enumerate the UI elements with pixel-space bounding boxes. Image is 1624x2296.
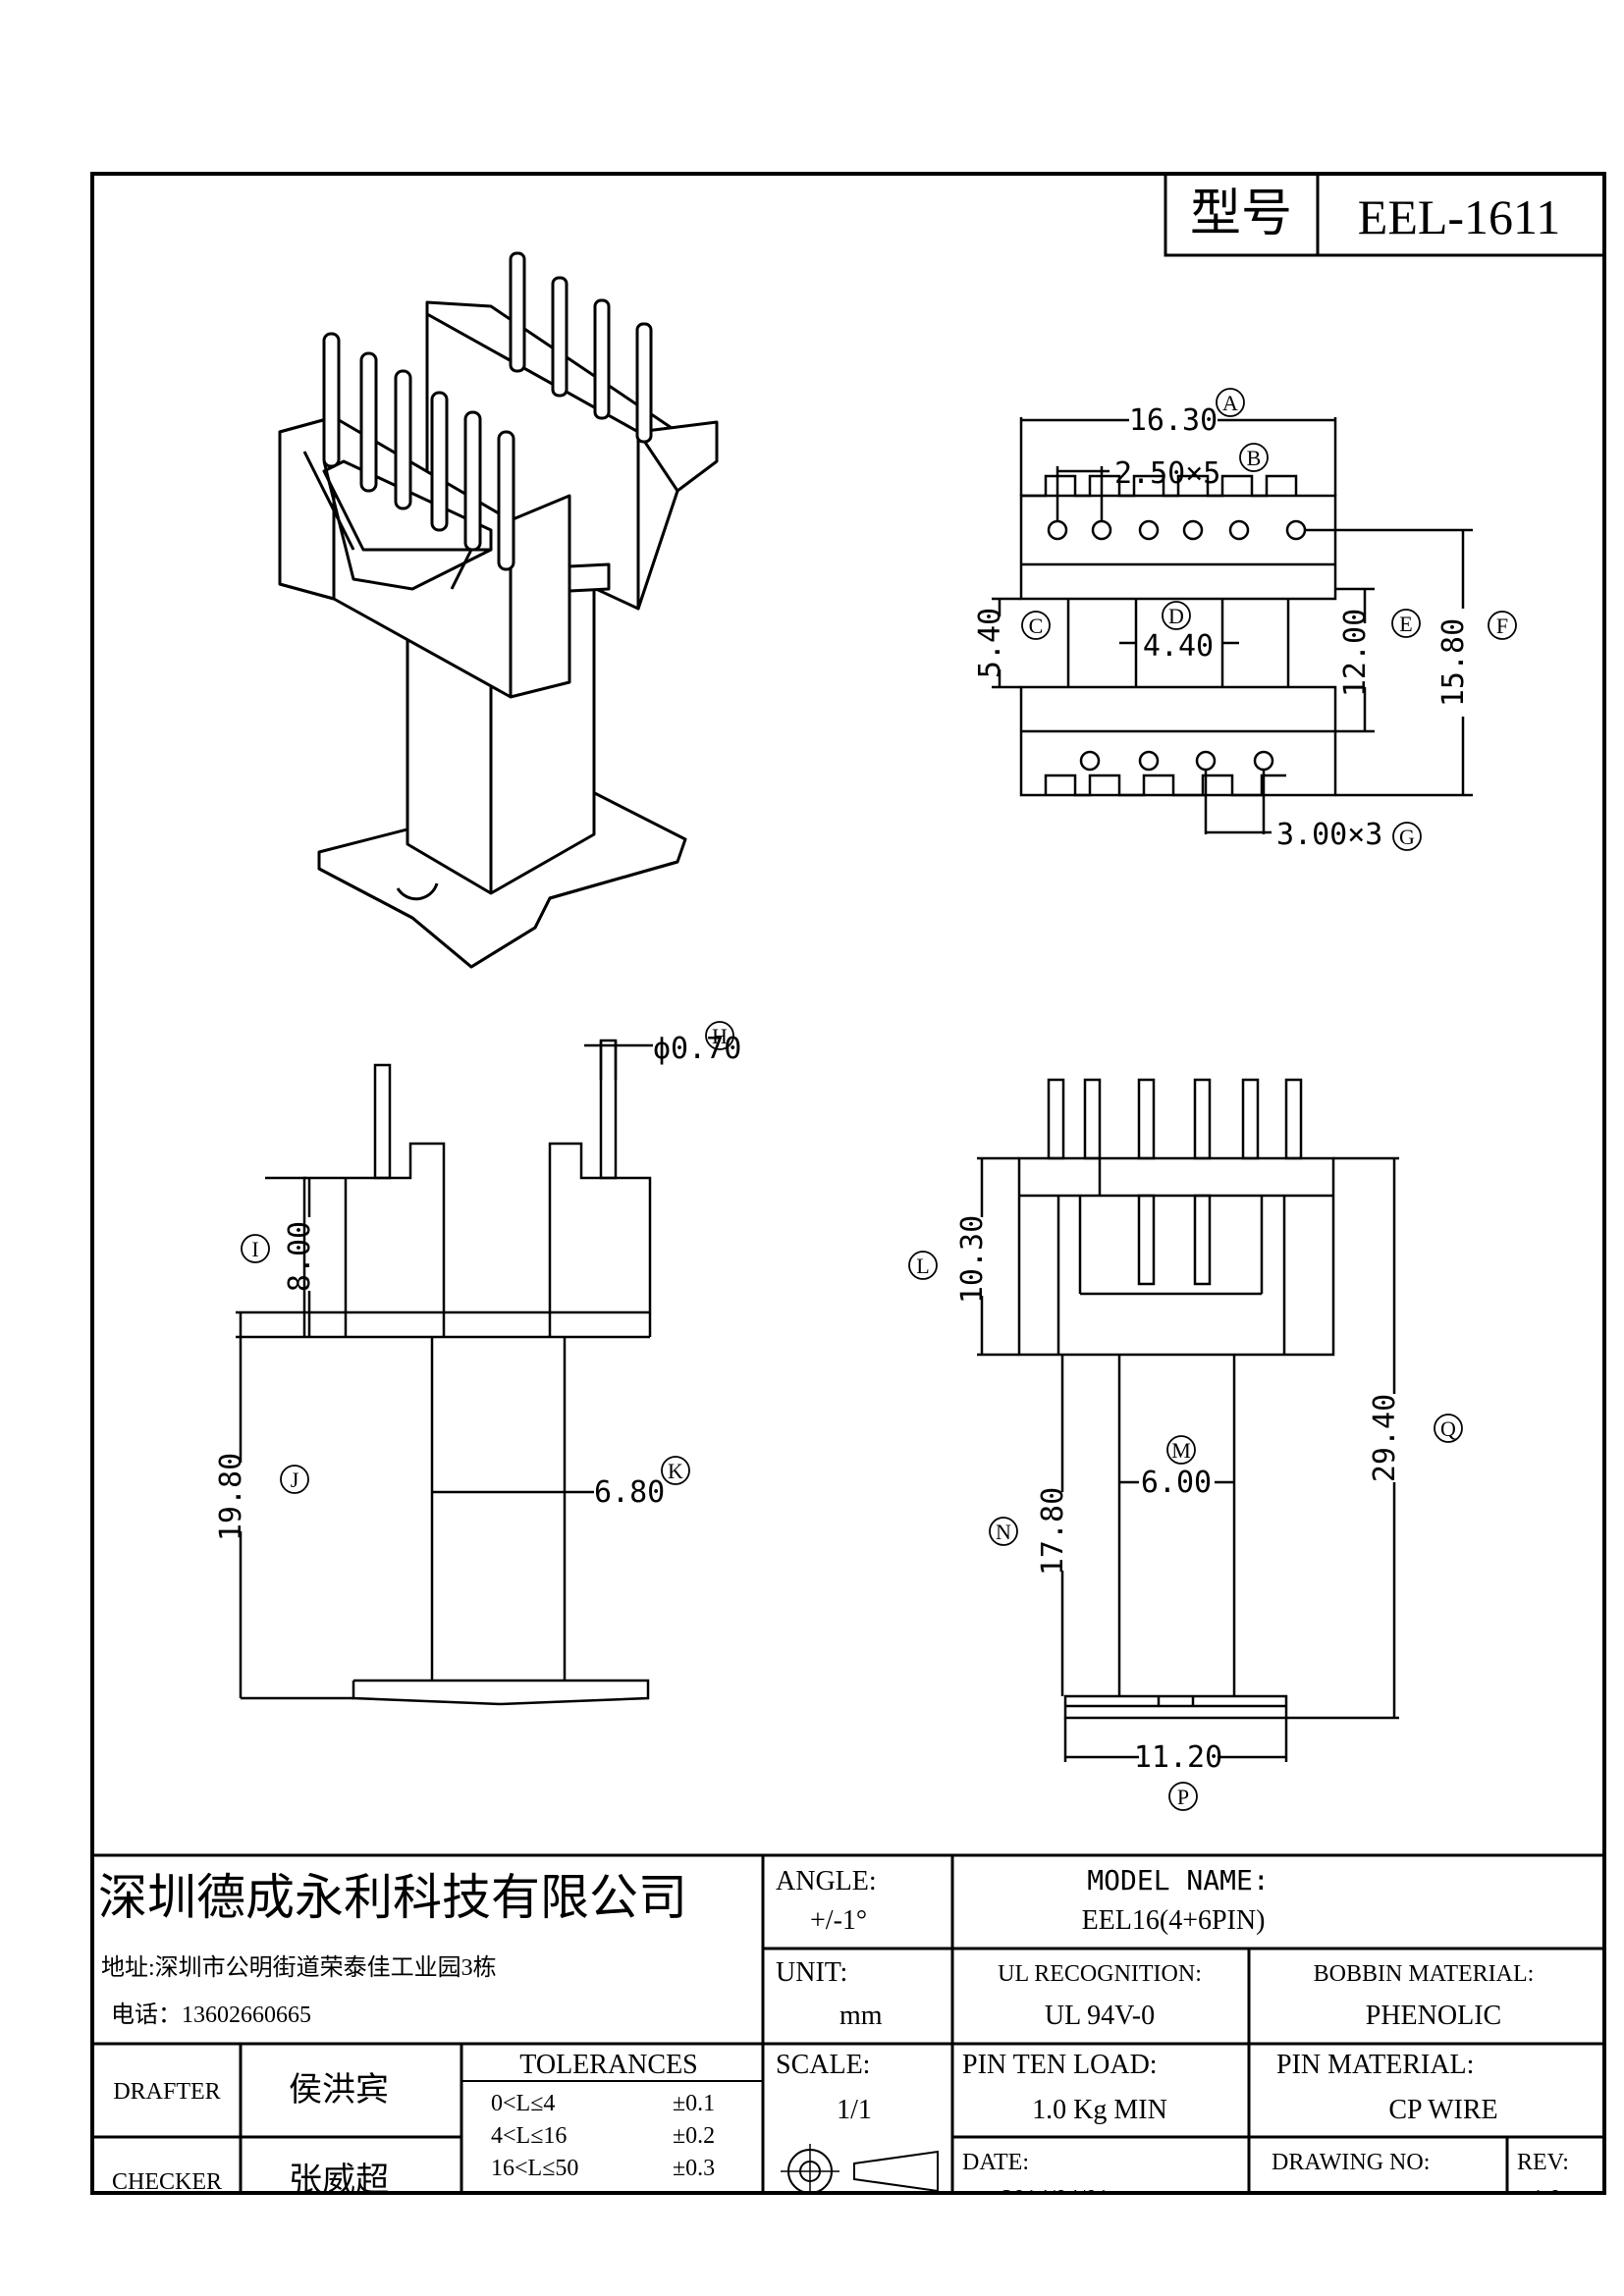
dim-k-value: 6.80 bbox=[594, 1475, 665, 1510]
company-name: 深圳德成永利科技有限公司 bbox=[98, 1870, 687, 1925]
dim-j-value: 19.80 bbox=[214, 1453, 248, 1541]
dim-e-value: 12.00 bbox=[1338, 609, 1373, 697]
marker-l: L bbox=[916, 1254, 929, 1278]
dim-d-value: 4.40 bbox=[1143, 629, 1214, 664]
sheet-border bbox=[90, 172, 1606, 2195]
marker-a: A bbox=[1222, 391, 1238, 415]
top-pin-holes bbox=[1047, 519, 1307, 772]
dim-q-value: 29.40 bbox=[1368, 1394, 1402, 1482]
dim-n-value: 17.80 bbox=[1036, 1487, 1070, 1575]
dim-g-value: 3.00×3 bbox=[1276, 818, 1382, 852]
title-block bbox=[92, 1853, 1604, 2194]
front-view-labels: 10.30 6.00 17.80 11.20 29.40 bbox=[955, 1215, 1402, 1775]
tolerance-range-3: 16<L≤50 bbox=[491, 2156, 578, 2181]
front-pins bbox=[322, 332, 515, 571]
tolerances-title: TOLERANCES bbox=[519, 2050, 698, 2080]
isometric-view bbox=[278, 251, 719, 969]
top-view-labels: 16.30 2.50×5 4.40 12.00 15.80 5.40 3.00×… bbox=[973, 403, 1471, 852]
marker-d: D bbox=[1168, 604, 1184, 628]
pin-material-label: PIN MATERIAL: bbox=[1276, 2050, 1474, 2080]
ul-value: UL 94V-0 bbox=[1045, 2001, 1155, 2031]
side-view-labels: ϕ0.70 8.00 19.80 6.80 bbox=[214, 1032, 741, 1541]
marker-m: M bbox=[1171, 1438, 1191, 1463]
marker-c: C bbox=[1029, 614, 1044, 638]
title-block-text: 深圳德成永利科技有限公司 地址:深圳市公明街道荣泰佳工业园3栋 电话：13602… bbox=[98, 1864, 1569, 2214]
dim-m-value: 6.00 bbox=[1141, 1466, 1212, 1500]
model-box: 型号 EEL-1611 bbox=[1164, 174, 1604, 257]
back-pins bbox=[509, 251, 653, 444]
marker-h: H bbox=[712, 1024, 728, 1048]
angle-value: +/-1° bbox=[810, 1905, 867, 1936]
dim-i-value: 8.00 bbox=[283, 1221, 317, 1292]
drafter-label: DRAFTER bbox=[113, 2079, 220, 2105]
bobbin-value: PHENOLIC bbox=[1366, 2001, 1501, 2031]
angle-label: ANGLE: bbox=[776, 1866, 877, 1896]
model-name-label: MODEL NAME: bbox=[1087, 1864, 1269, 1896]
unit-value: mm bbox=[839, 2001, 883, 2031]
marker-k: K bbox=[668, 1459, 683, 1483]
date-value: 2014/04/01 bbox=[1001, 2186, 1109, 2212]
marker-p: P bbox=[1177, 1785, 1189, 1809]
tolerance-table: 0<L≤4 ±0.1 4<L≤16 ±0.2 16<L≤50 ±0.3 PIN … bbox=[491, 2091, 727, 2214]
front-view-pins bbox=[1047, 1078, 1303, 1160]
front-view bbox=[977, 1078, 1399, 1762]
tolerance-value-3: ±0.3 bbox=[673, 2156, 715, 2181]
marker-q: Q bbox=[1440, 1416, 1456, 1441]
dim-p-value: 11.20 bbox=[1134, 1740, 1222, 1775]
bobbin-label: BOBBIN MATERIAL: bbox=[1314, 1961, 1535, 1987]
model-name-value: EEL16(4+6PIN) bbox=[1082, 1905, 1266, 1936]
marker-i: I bbox=[251, 1237, 258, 1261]
pin-material-value: CP WIRE bbox=[1388, 2095, 1497, 2125]
tolerance-value-1: ±0.1 bbox=[673, 2091, 715, 2116]
model-box-value: EEL-1611 bbox=[1358, 189, 1560, 244]
checker-name: 张威超 bbox=[289, 2162, 389, 2199]
company-phone: 电话：13602660665 bbox=[111, 2002, 311, 2028]
marker-n: N bbox=[996, 1520, 1011, 1544]
marker-f: F bbox=[1496, 614, 1508, 638]
top-view bbox=[992, 417, 1473, 834]
dim-f-value: 15.80 bbox=[1436, 618, 1471, 707]
scale-label: SCALE: bbox=[776, 2050, 870, 2080]
checker-label: CHECKER bbox=[112, 2169, 222, 2195]
tolerance-range-1: 0<L≤4 bbox=[491, 2091, 555, 2116]
marker-j: J bbox=[291, 1468, 299, 1492]
tolerance-value-2: ±0.2 bbox=[673, 2123, 715, 2149]
dim-b-value: 2.50×5 bbox=[1114, 456, 1220, 491]
scale-value: 1/1 bbox=[837, 2095, 872, 2125]
model-box-label: 型号 bbox=[1190, 187, 1292, 242]
tolerance-range-2: 4<L≤16 bbox=[491, 2123, 567, 2149]
ul-label: UL RECOGNITION: bbox=[998, 1961, 1202, 1987]
marker-e: E bbox=[1399, 612, 1412, 636]
marker-b: B bbox=[1247, 446, 1262, 470]
company-address: 地址:深圳市公明街道荣泰佳工业园3栋 bbox=[101, 1954, 497, 1981]
rev-value: 1.0 bbox=[1532, 2186, 1561, 2212]
tolerance-value-4: ±0.20 bbox=[673, 2188, 727, 2214]
marker-g: G bbox=[1399, 825, 1415, 849]
drafter-name: 侯洪宾 bbox=[289, 2071, 389, 2109]
date-label: DATE: bbox=[962, 2150, 1029, 2175]
pin-load-value: 1.0 Kg MIN bbox=[1032, 2095, 1167, 2125]
dimension-markers bbox=[241, 388, 1517, 1811]
drawing-no-label: DRAWING NO: bbox=[1272, 2150, 1430, 2175]
pin-load-label: PIN TEN LOAD: bbox=[962, 2050, 1158, 2080]
tolerance-range-4: PIN PITCH bbox=[491, 2188, 603, 2214]
rev-label: REV: bbox=[1517, 2150, 1569, 2175]
dim-h-value: ϕ0.70 bbox=[653, 1032, 741, 1066]
side-view bbox=[236, 1039, 653, 1706]
dim-l-value: 10.30 bbox=[955, 1215, 990, 1304]
dim-a-value: 16.30 bbox=[1129, 403, 1218, 438]
dim-c-value: 5.40 bbox=[973, 608, 1007, 678]
unit-label: UNIT: bbox=[776, 1957, 847, 1988]
dimension-marker-letters: A B C D E F G H I J K L M N P Q bbox=[251, 391, 1508, 1809]
